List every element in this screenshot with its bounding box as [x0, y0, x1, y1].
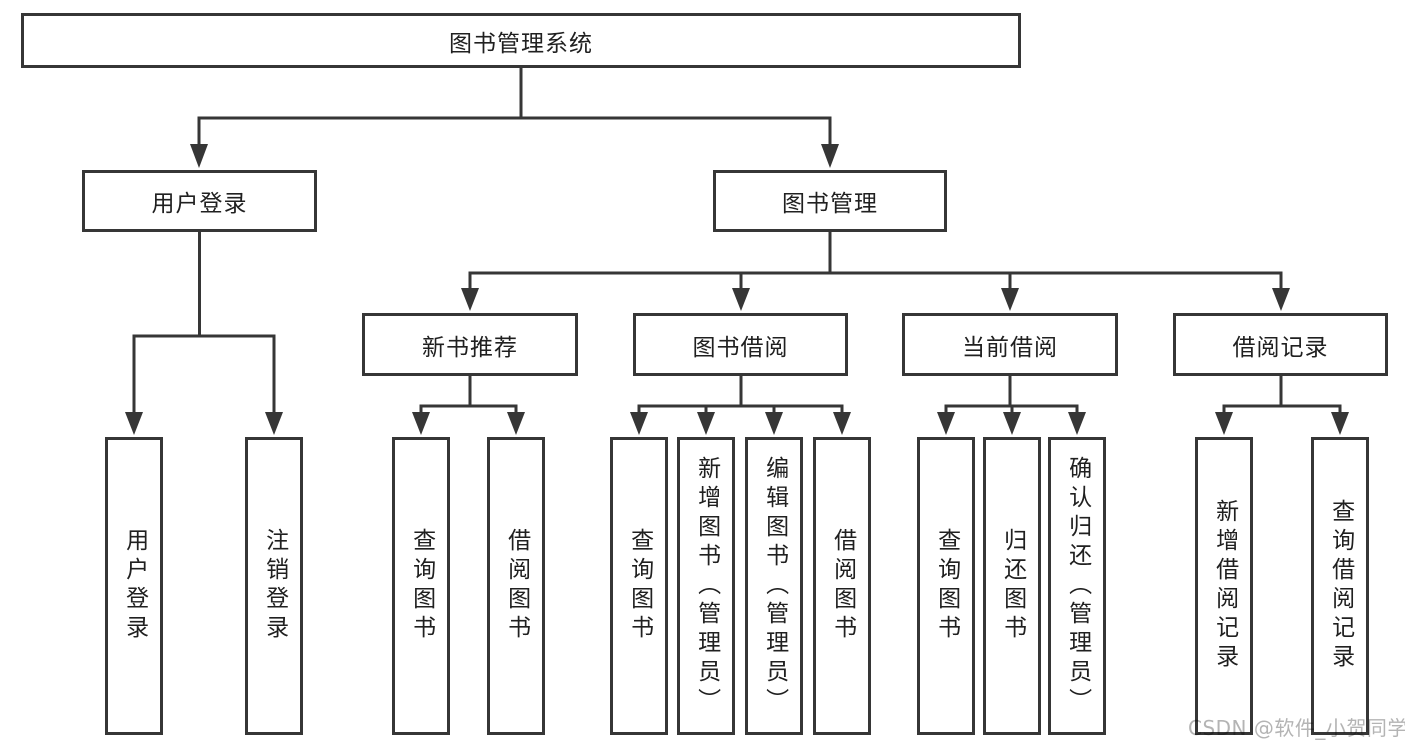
node-label: 查询图书 [933, 528, 960, 644]
node-label: 新书推荐 [422, 334, 518, 361]
node-borrow-records: 借阅记录 [1173, 313, 1388, 376]
node-label: 借阅图书 [503, 528, 530, 644]
leaf-add-borrow-record: 新增借阅记录 [1195, 437, 1253, 735]
node-label: 当前借阅 [962, 334, 1058, 361]
node-current-borrow: 当前借阅 [902, 313, 1118, 376]
leaf-borrow-books-recommend: 借阅图书 [487, 437, 545, 735]
node-label: 编辑图书（管理员） [761, 455, 788, 717]
leaf-query-books-borrow: 查询图书 [610, 437, 668, 735]
node-label: 用户登录 [151, 191, 248, 217]
node-label: 借阅图书 [829, 528, 856, 644]
leaf-user-login: 用户登录 [105, 437, 163, 735]
node-label: 借阅记录 [1232, 334, 1329, 361]
leaf-logout: 注销登录 [245, 437, 303, 735]
node-label: 用户登录 [121, 528, 148, 644]
node-book-management: 图书管理 [713, 170, 947, 232]
node-label: 新增图书（管理员） [693, 455, 720, 717]
node-label: 新增借阅记录 [1211, 499, 1238, 673]
node-label: 查询借阅记录 [1327, 499, 1354, 673]
leaf-confirm-return-admin: 确认归还（管理员） [1048, 437, 1106, 735]
arrowheads [125, 144, 1349, 435]
node-book-borrow: 图书借阅 [633, 313, 848, 376]
leaf-query-borrow-record: 查询借阅记录 [1311, 437, 1369, 735]
leaf-add-books-admin: 新增图书（管理员） [677, 437, 735, 735]
leaf-return-books: 归还图书 [983, 437, 1041, 735]
leaf-edit-books-admin: 编辑图书（管理员） [745, 437, 803, 735]
leaf-borrow-books: 借阅图书 [813, 437, 871, 735]
node-label: 图书管理系统 [449, 30, 593, 57]
node-system-root: 图书管理系统 [21, 13, 1021, 68]
node-user-login: 用户登录 [82, 170, 317, 232]
node-label: 查询图书 [408, 528, 435, 644]
node-new-book-recommend: 新书推荐 [362, 313, 578, 376]
node-label: 查询图书 [626, 528, 653, 644]
csdn-watermark: CSDN @软件_小贺同学 [1188, 716, 1405, 740]
node-label: 图书借阅 [692, 334, 789, 361]
leaf-query-books-recommend: 查询图书 [392, 437, 450, 735]
node-label: 归还图书 [999, 528, 1026, 644]
node-label: 图书管理 [782, 191, 878, 217]
leaf-query-books-current: 查询图书 [917, 437, 975, 735]
node-label: 注销登录 [261, 528, 288, 644]
node-label: 确认归还（管理员） [1064, 455, 1091, 717]
